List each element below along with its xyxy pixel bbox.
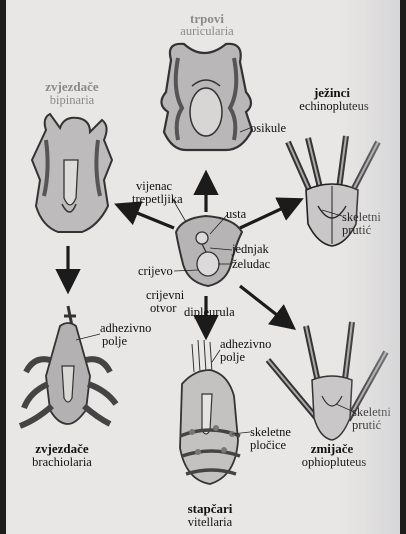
bipinaria-label: bipinaria xyxy=(34,94,110,107)
echinopluteus-label: echinopluteus xyxy=(284,100,384,113)
prutic-top-label: prutić xyxy=(342,224,371,237)
vitellaria-label: vitellaria xyxy=(172,516,248,529)
arrow-to-echinopluteus xyxy=(240,201,298,228)
ophiopluteus-label: ophiopluteus xyxy=(292,456,376,469)
usta-label: usta xyxy=(226,208,246,221)
jednjak-label: jednjak xyxy=(232,243,269,256)
osikule-label: osikule xyxy=(250,122,286,135)
polje-left-label: polje xyxy=(102,335,127,348)
zvjezdace-bottom-group-name: zvjezdače xyxy=(12,442,112,455)
zvjezdace-top-group-name: zvjezdače xyxy=(34,80,110,93)
auricularia-larva xyxy=(161,44,252,150)
leader-adhezivno-center xyxy=(212,350,220,362)
dipleurula-label: dipleurula xyxy=(184,306,235,319)
auricularia-label: auricularia xyxy=(164,25,250,38)
bipinaria-larva xyxy=(32,114,112,232)
stapcari-group-name: stapčari xyxy=(178,502,242,515)
plocice-label: pločice xyxy=(250,439,286,452)
brachiolaria-label: brachiolaria xyxy=(12,456,112,469)
zmijace-group-name: zmijače xyxy=(302,442,362,455)
textbook-page: trpovi auricularia zvjezdače bipinaria j… xyxy=(6,0,400,534)
arrow-to-ophiopluteus xyxy=(240,286,291,326)
otvor-label: otvor xyxy=(150,302,176,315)
polje-center-label: polje xyxy=(220,351,245,364)
trepetljika-label: trepetljika xyxy=(132,193,183,206)
prutic-bottom-label: prutić xyxy=(352,419,381,432)
crijevo-label: crijevo xyxy=(138,265,173,278)
jezinci-group-name: ježinci xyxy=(298,86,366,99)
zeludac-label: želudac xyxy=(232,258,270,271)
arrow-to-bipinaria xyxy=(120,206,174,228)
